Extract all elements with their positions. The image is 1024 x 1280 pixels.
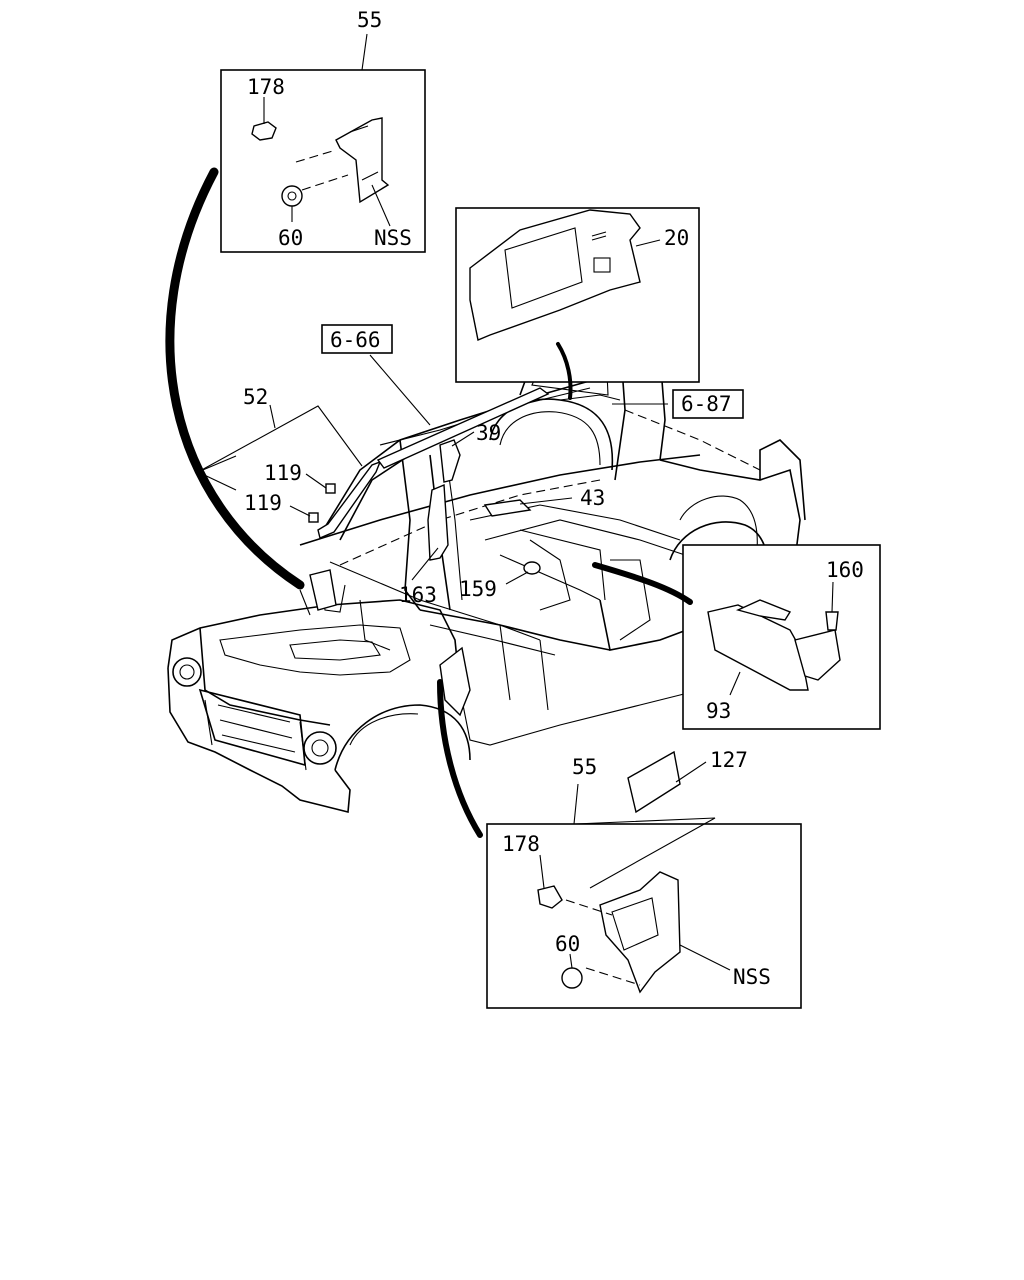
callout-43: 43 bbox=[580, 486, 605, 510]
callout-178-top: 178 bbox=[247, 75, 285, 99]
reference-boxes bbox=[321, 324, 744, 419]
detail-box-93 bbox=[682, 544, 881, 730]
callout-nss-bottom: NSS bbox=[733, 965, 771, 989]
mounted-parts bbox=[308, 387, 550, 717]
callout-119-upper: 119 bbox=[264, 461, 302, 485]
callout-55-top: 55 bbox=[357, 8, 382, 32]
callout-39: 39 bbox=[476, 421, 501, 445]
callout-127: 127 bbox=[710, 748, 748, 772]
callout-labels: 55 178 60 NSS 20 6-66 6-87 52 119 119 39… bbox=[243, 8, 864, 989]
callout-20: 20 bbox=[664, 226, 689, 250]
detail-box-20 bbox=[455, 207, 700, 383]
callout-160: 160 bbox=[826, 558, 864, 582]
callout-55-bottom: 55 bbox=[572, 755, 597, 779]
callout-163: 163 bbox=[399, 583, 437, 607]
reference-6-66: 6-66 bbox=[330, 328, 381, 352]
callout-60-top: 60 bbox=[278, 226, 303, 250]
callout-52: 52 bbox=[243, 385, 268, 409]
detail-box-top bbox=[220, 69, 426, 253]
leader-arcs bbox=[165, 167, 693, 838]
callout-119-lower: 119 bbox=[244, 491, 282, 515]
leader-lines bbox=[197, 33, 834, 971]
callout-159: 159 bbox=[459, 577, 497, 601]
callout-nss-top: NSS bbox=[374, 226, 412, 250]
callout-178-bottom: 178 bbox=[502, 832, 540, 856]
reference-6-87: 6-87 bbox=[681, 392, 732, 416]
callout-60-bottom: 60 bbox=[555, 932, 580, 956]
detail-box-bottom bbox=[486, 750, 802, 1009]
callout-93: 93 bbox=[706, 699, 731, 723]
